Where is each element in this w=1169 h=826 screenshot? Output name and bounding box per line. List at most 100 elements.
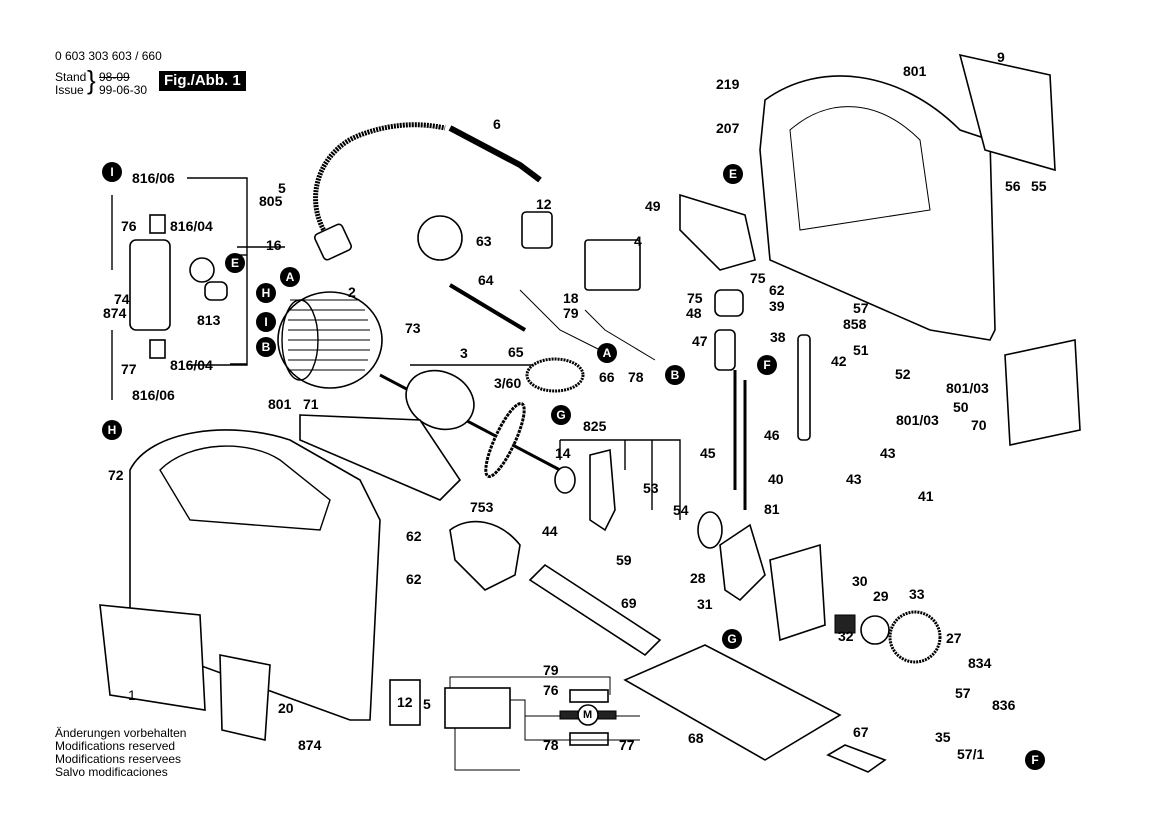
label-46: 46 (764, 427, 780, 443)
cover-70 (1004, 339, 1081, 446)
label-43a: 43 (880, 445, 896, 461)
label-45: 45 (700, 445, 716, 461)
label-18: 18 (563, 290, 579, 306)
armature-core (405, 369, 475, 431)
label-78: 78 (628, 369, 644, 385)
blade-67 (826, 744, 887, 773)
label-73: 73 (405, 320, 421, 336)
housing-right (759, 75, 996, 341)
badge-e-right: E (723, 164, 743, 184)
badge-a-mid: A (597, 343, 617, 363)
badge-b-left: B (256, 337, 276, 357)
label-801-top: 801 (903, 63, 927, 79)
label-62b: 62 (406, 571, 422, 587)
label-2: 2 (348, 284, 356, 300)
label-44: 44 (542, 523, 558, 539)
badge-h-left: H (256, 283, 276, 303)
gear-33 (888, 610, 942, 664)
label-75a: 75 (750, 270, 766, 286)
cover-1 (99, 604, 206, 711)
shaft-38 (797, 334, 811, 441)
label-59: 59 (616, 552, 632, 568)
cover-9 (958, 53, 1056, 172)
label-50: 50 (953, 399, 969, 415)
brace: } (87, 65, 96, 95)
brush-holder (129, 239, 171, 331)
label-67: 67 (853, 724, 869, 740)
label-1: 1 (128, 687, 136, 703)
label-874-bot: 874 (298, 737, 322, 753)
label-35: 35 (935, 729, 951, 745)
label-62a: 62 (406, 528, 422, 544)
label-30: 30 (852, 573, 868, 589)
power-cord (313, 122, 446, 242)
issue-label: Issue (55, 83, 84, 97)
guide-71 (299, 414, 462, 501)
label-57-bot: 57 (955, 685, 971, 701)
label-69: 69 (621, 595, 637, 611)
footer-notes: Änderungen vorbehalten Modifications res… (55, 727, 186, 779)
label-836: 836 (992, 697, 1016, 713)
old-date: 98-09 (99, 70, 130, 84)
label-207: 207 (716, 120, 740, 136)
label-65: 65 (508, 344, 524, 360)
schematic-box-label: 12 (397, 694, 413, 710)
label-47: 47 (692, 333, 708, 349)
schematic-box-12 (389, 679, 421, 726)
resistor-77 (569, 732, 609, 746)
footer-line-es: Salvo modificaciones (55, 765, 168, 779)
rod-69 (528, 563, 662, 657)
label-66: 66 (599, 369, 615, 385)
badge-g-mid: G (551, 405, 571, 425)
plate-30 (769, 543, 826, 642)
label-39: 39 (769, 298, 785, 314)
label-12: 12 (536, 196, 552, 212)
label-3: 3 (460, 345, 468, 361)
label-753: 753 (470, 499, 494, 515)
needle-bearing-32 (834, 614, 856, 634)
schematic-switch-label: 5 (423, 696, 431, 712)
label-816-04-bot: 816/04 (170, 357, 213, 373)
label-41: 41 (918, 488, 934, 504)
label-816-06-top: 816/06 (132, 170, 175, 186)
switch-4 (584, 239, 641, 291)
label-68: 68 (688, 730, 704, 746)
label-81: 81 (764, 501, 780, 517)
label-3-60: 3/60 (494, 375, 522, 391)
label-801-left: 801 (268, 396, 292, 412)
label-32: 32 (838, 628, 854, 644)
badge-b-mid: B (665, 365, 685, 385)
label-801-03a: 801/03 (946, 380, 989, 396)
label-858: 858 (843, 316, 867, 332)
plug (314, 223, 352, 261)
footer-line-en: Modifications reserved (55, 739, 176, 753)
badge-f-mid: F (757, 355, 777, 375)
label-38: 38 (770, 329, 786, 345)
label-75b: 75 (687, 290, 703, 306)
footer-line-fr: Modifications reservees (55, 752, 182, 766)
label-72: 72 (108, 467, 124, 483)
carbon-brush-bottom (149, 339, 166, 359)
label-48: 48 (686, 305, 702, 321)
label-55: 55 (1031, 178, 1047, 194)
bushing-47 (714, 329, 736, 371)
label-805: 805 (259, 193, 283, 209)
label-76: 76 (121, 218, 137, 234)
label-20: 20 (278, 700, 294, 716)
label-52: 52 (895, 366, 911, 382)
brush-bracket (187, 177, 248, 366)
label-57-1: 57/1 (957, 746, 985, 762)
label-14: 14 (555, 445, 571, 461)
label-70: 70 (971, 417, 987, 433)
bushing-813 (204, 281, 228, 301)
badge-i-top: I (102, 162, 122, 182)
label-5: 5 (278, 180, 286, 196)
badge-g-bottom: G (722, 629, 742, 649)
label-801-03b: 801/03 (896, 412, 939, 428)
cover-20 (219, 654, 271, 741)
cord-sleeve (448, 125, 542, 183)
label-834: 834 (968, 655, 992, 671)
label-51: 51 (853, 342, 869, 358)
label-57-top: 57 (853, 300, 869, 316)
label-62-top: 62 (769, 282, 785, 298)
